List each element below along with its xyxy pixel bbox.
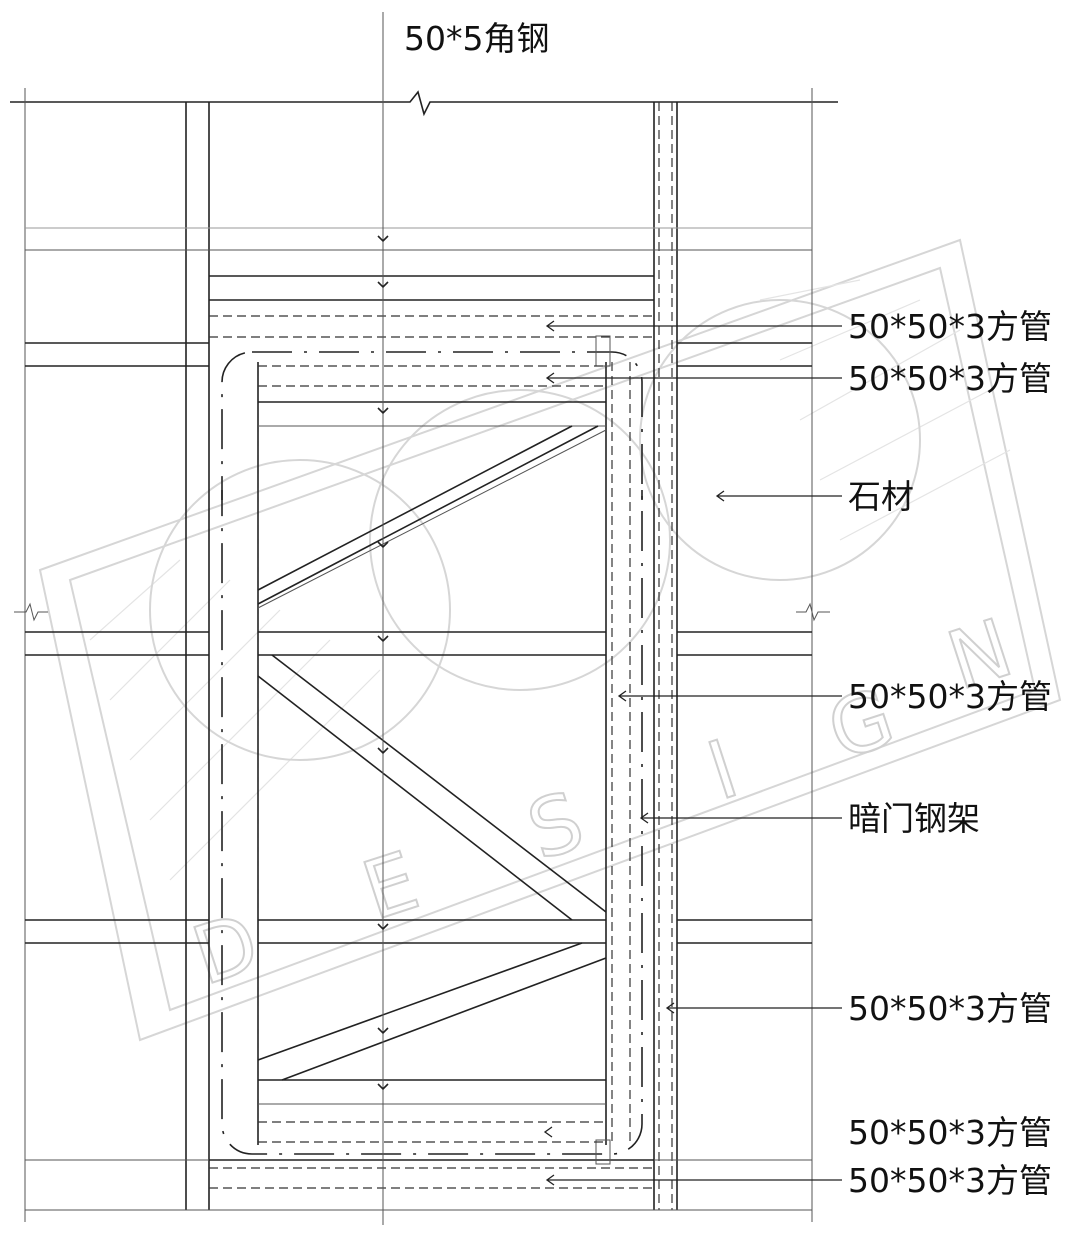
label-stone: 石材: [848, 477, 914, 516]
label-square-tube: 50*50*3方管: [848, 1161, 1052, 1200]
label-square-tube: 50*50*3方管: [848, 677, 1052, 716]
right-break-mark: [796, 602, 830, 622]
center-axis: [377, 12, 389, 1225]
top-break-line: [10, 90, 838, 117]
door-outline: [221, 351, 643, 1155]
wall-grid: [10, 88, 838, 1222]
label-square-tube: 50*50*3方管: [848, 1113, 1052, 1152]
bottom-members: [209, 1159, 654, 1189]
label-square-tube: 50*50*3方管: [848, 307, 1052, 346]
frame-dashdot-ticks: [221, 490, 643, 500]
label-square-tube: 50*50*3方管: [848, 359, 1052, 398]
top-members: [209, 275, 654, 338]
leader-lines: [543, 320, 842, 1186]
watermark-letter: I: [697, 722, 748, 818]
diagonal-braces: [257, 425, 607, 1081]
axis-markers: [377, 235, 389, 1091]
watermark-letter: E: [352, 834, 429, 938]
hidden-door-frame: [221, 335, 643, 1165]
watermark-letter: D: [182, 896, 269, 1003]
watermark-letter: S: [517, 774, 594, 878]
label-square-tube: 50*50*3方管: [848, 989, 1052, 1028]
label-angle-steel: 50*5角钢: [404, 19, 550, 58]
left-break-mark: [14, 602, 48, 622]
label-hidden-door-frame: 暗门钢架: [848, 799, 980, 838]
